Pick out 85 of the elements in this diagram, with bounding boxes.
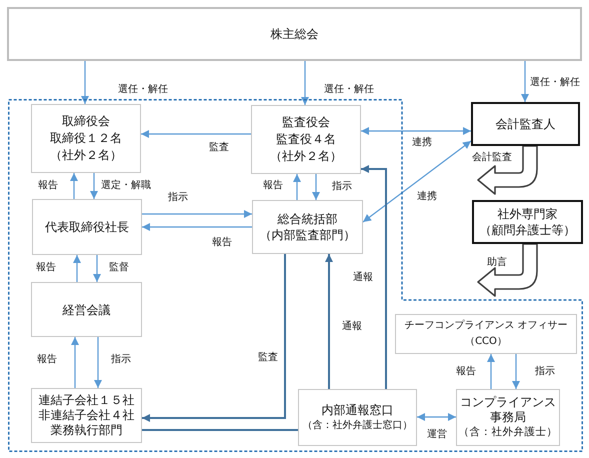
org-box [31, 282, 142, 337]
edge-label: 指示 [535, 366, 555, 378]
dashed-boundary [8, 99, 583, 452]
edge-label: 報告 [38, 180, 58, 192]
arrow [142, 254, 286, 422]
edge-label: 指示 [332, 181, 352, 193]
edge-label: 通報 [353, 272, 373, 284]
edge-label: 選任・解任 [324, 84, 374, 96]
title-text: 代表取締役社長 [45, 219, 129, 235]
double-arrow [362, 140, 472, 222]
detail-text: （内部監査部門） [260, 227, 356, 243]
arrow [70, 173, 78, 199]
double-arrow [361, 127, 471, 135]
title-text: チーフコンプライアンス オフィサー [404, 318, 568, 333]
block-arrow [477, 145, 538, 195]
edge-label: 連携 [417, 191, 437, 203]
title-text: コンプライアンス事務局 [459, 395, 557, 425]
arrow [361, 165, 387, 389]
arrow [312, 174, 320, 200]
edge-label: 運営 [427, 429, 447, 441]
arrow [487, 354, 495, 389]
edge-label: 監督 [109, 262, 129, 274]
title-text: 取締役会 [62, 113, 110, 130]
detail-text: 監査役４名 [276, 131, 336, 148]
title-text: 会計監査人 [496, 116, 556, 132]
title-text: 監査役会 [282, 114, 330, 131]
arrow [93, 255, 101, 282]
arrow [325, 254, 333, 389]
org-box [395, 314, 577, 354]
detail-text: 業務執行部門 [50, 423, 122, 438]
edge-label: 助言 [487, 257, 507, 269]
arrow [293, 174, 301, 200]
edge-label: 指示 [168, 192, 188, 204]
detail-text: （顧問弁護士等） [480, 222, 576, 238]
connector-line [142, 429, 298, 431]
org-box [471, 102, 580, 146]
edge-label: 会計監査 [472, 152, 512, 164]
org-box [298, 389, 417, 446]
double-arrow [417, 413, 456, 421]
edge-label: 報告 [212, 237, 232, 249]
detail-text: （含：社外弁護士） [458, 425, 558, 440]
edge-label: 指示 [111, 354, 131, 366]
arrow [521, 61, 529, 102]
detail-text: 非連結子会社４社 [38, 408, 134, 423]
block-arrow [477, 243, 538, 297]
org-box [31, 388, 142, 443]
title-text: 内部通報窓口 [322, 402, 394, 418]
arrow [73, 255, 81, 282]
edge-label: 監査 [209, 142, 229, 154]
title-text: 経営会議 [62, 302, 110, 318]
arrow [90, 173, 98, 199]
title-text: 社外専門家 [498, 206, 558, 222]
detail-text: （含：社外弁護士窓口） [302, 418, 412, 432]
org-box [251, 105, 361, 174]
edge-label: 報告 [263, 180, 283, 192]
edge-label: 通報 [342, 321, 362, 333]
edge-label: 選任・解任 [118, 84, 168, 96]
edge-label: 連携 [412, 137, 432, 149]
org-box [32, 199, 142, 255]
arrow [142, 210, 252, 218]
detail-text: （社外２名） [270, 148, 342, 165]
detail-text: （CCO） [465, 335, 507, 349]
detail-text: （社外２名） [50, 147, 122, 164]
org-box [31, 104, 141, 173]
arrow [301, 61, 309, 105]
edge-label: 報告 [36, 262, 56, 274]
org-box [252, 200, 363, 254]
edge-label: 選任・解任 [530, 77, 580, 89]
title-text: 総合統括部 [278, 211, 338, 227]
edge-label: 報告 [456, 366, 476, 378]
org-box [456, 389, 560, 446]
arrow [94, 337, 102, 388]
arrow [141, 130, 251, 138]
arrow [512, 354, 520, 389]
arrow [142, 223, 252, 231]
title-text: 連結子会社１５社 [38, 393, 134, 408]
arrow [71, 337, 79, 388]
arrow [81, 61, 89, 104]
edge-label: 報告 [37, 354, 57, 366]
edge-label: 監査 [258, 352, 278, 364]
detail-text: 取締役１２名 [50, 130, 122, 147]
org-box [7, 7, 582, 61]
org-box [472, 200, 583, 244]
edge-label: 選定・解職 [101, 180, 151, 192]
title-text: 株主総会 [270, 26, 318, 42]
